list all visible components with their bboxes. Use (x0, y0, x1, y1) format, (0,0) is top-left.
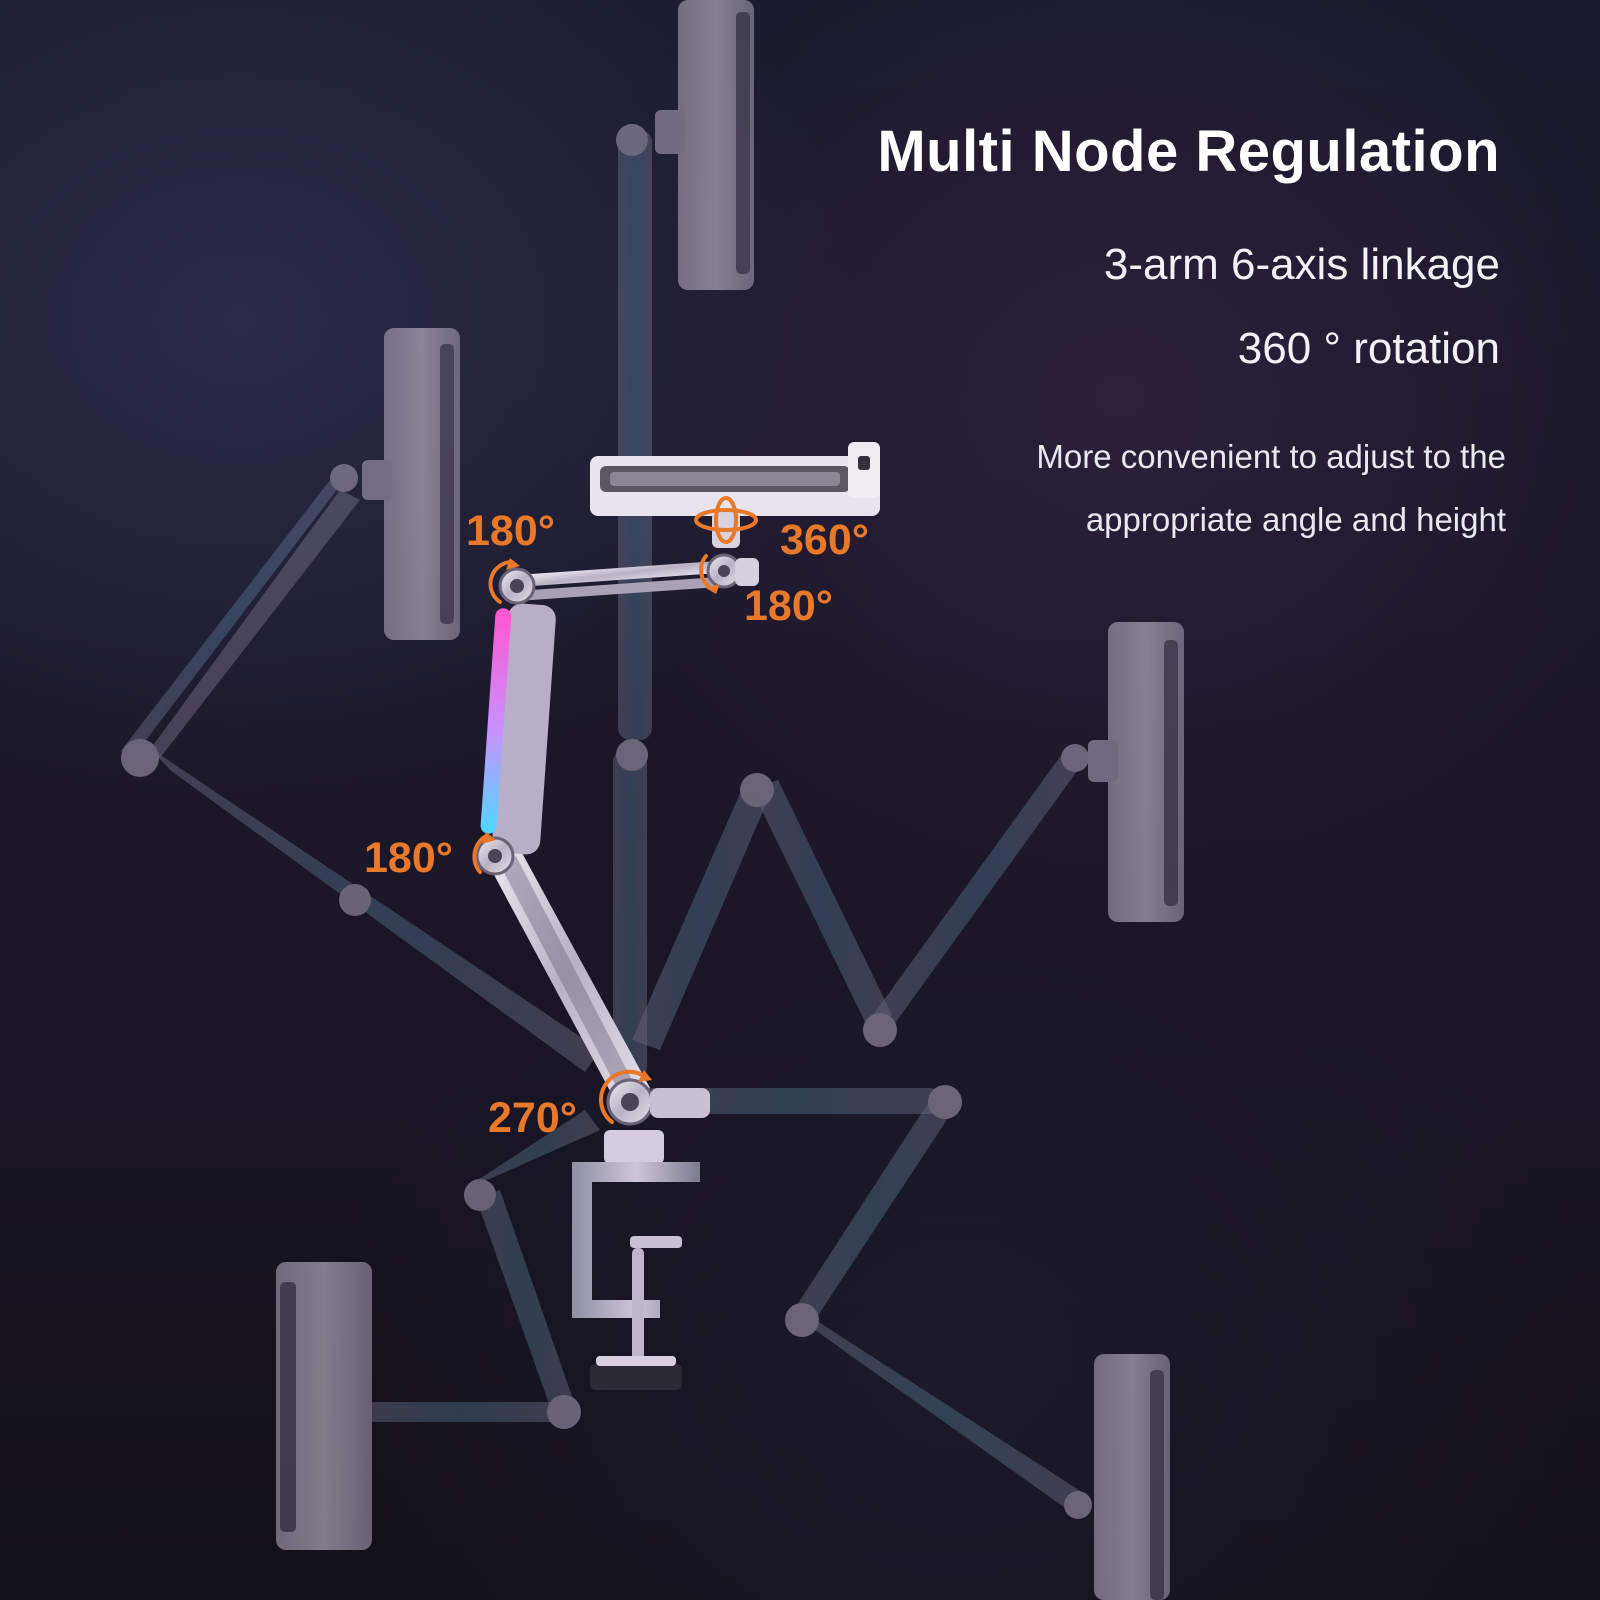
ghost-upper-left-arm (120, 464, 600, 1072)
phone-holder (590, 442, 880, 548)
rotate-arrow-middle-icon (472, 834, 488, 874)
description-line-2: appropriate angle and height (1085, 501, 1506, 538)
description-line-1: More convenient to adjust to the (1036, 438, 1506, 475)
ghost-lower-right-arm (640, 1085, 1092, 1519)
ghost-zigzag-arm (632, 744, 1089, 1050)
ghost-vertical-arm (613, 124, 652, 1080)
main-top-arm (512, 560, 724, 602)
ghost-holder-top (655, 0, 754, 290)
ghost-holder-bottom-left (276, 1262, 372, 1550)
rgb-light-strip (480, 608, 512, 834)
angle-label-base: 270° (488, 1094, 577, 1142)
angle-label-top-left: 180° (466, 507, 555, 555)
joints (475, 553, 759, 1126)
ghost-holder-left (362, 328, 460, 640)
angle-label-top-right: 180° (744, 582, 833, 630)
rotation-indicators (472, 496, 758, 1124)
angle-label-middle: 180° (364, 834, 453, 882)
page-title: Multi Node Regulation (877, 119, 1500, 184)
rotate-arrow-top-left-icon (488, 560, 512, 604)
feature-rotation: 360 ° rotation (1237, 324, 1500, 373)
angle-labels: 180° 360° 180° 180° 270° (364, 507, 869, 1142)
swivel-360-icon (694, 508, 758, 532)
ghost-holder-bottom-right (1094, 1354, 1170, 1600)
angle-label-holder-swivel: 360° (780, 516, 869, 564)
desk-clamp (572, 1130, 700, 1390)
rotate-arrow-base-icon (598, 1069, 642, 1124)
main-arm (475, 442, 880, 1390)
ghost-lower-left-arm (360, 1110, 600, 1429)
ghost-arms (120, 0, 1184, 1600)
ghost-holder-right (1088, 622, 1184, 922)
main-lower-arm (485, 840, 650, 1102)
feature-linkage: 3-arm 6-axis linkage (1103, 240, 1500, 289)
main-upper-arm (492, 603, 556, 855)
